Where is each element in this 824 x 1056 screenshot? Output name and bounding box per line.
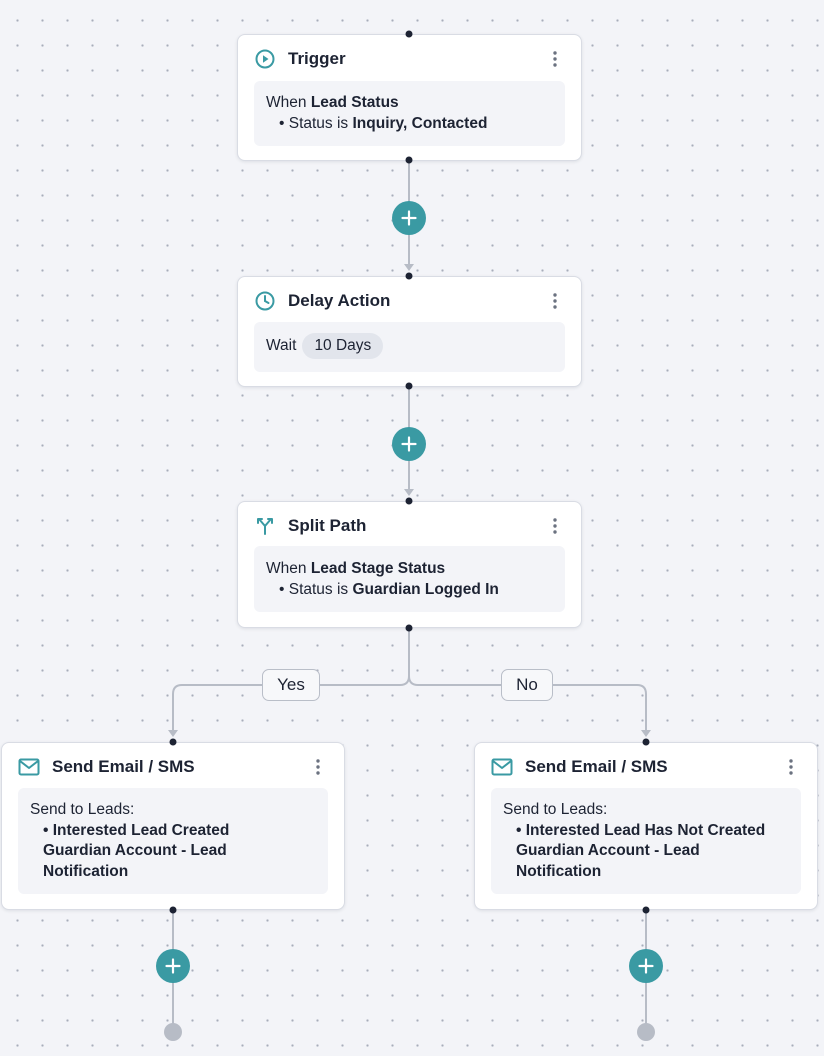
connector-dot <box>169 738 177 746</box>
send-to-label: Send to Leads: <box>503 801 608 818</box>
send-email-sms-card-no[interactable]: Send Email / SMS Send to Leads: • Intere… <box>474 742 818 910</box>
wait-duration-badge: 10 Days <box>302 333 384 359</box>
connector-dot <box>642 738 650 746</box>
connector-dot <box>169 906 177 914</box>
send-to-label: Send to Leads: <box>30 801 135 818</box>
trigger-field: Lead Status <box>310 94 399 111</box>
plus-icon <box>401 210 417 226</box>
recipient-line: Guardian Account - Lead <box>43 842 227 859</box>
split-path-icon <box>254 515 276 537</box>
connector-dot <box>405 624 413 632</box>
card-title: Split Path <box>288 516 367 535</box>
delay-action-card[interactable]: Delay Action Wait 10 Days <box>237 276 582 387</box>
condition-label: • Status is <box>279 115 349 132</box>
clock-icon <box>254 290 276 312</box>
recipient-line: • Interested Lead Has Not Created <box>516 821 766 839</box>
split-path-card[interactable]: Split Path When Lead Stage Status • Stat… <box>237 501 582 628</box>
split-condition: When Lead Stage Status • Status is Guard… <box>254 546 565 612</box>
more-options-icon[interactable] <box>545 49 565 69</box>
recipient-line: Notification <box>516 862 602 880</box>
condition-label: • Status is <box>279 581 349 598</box>
split-field: Lead Stage Status <box>310 560 446 577</box>
add-step-button[interactable] <box>156 949 190 983</box>
end-node <box>164 1023 182 1041</box>
card-title: Trigger <box>288 49 346 68</box>
recipient-line: Notification <box>43 862 129 880</box>
recipient-line: Guardian Account - Lead <box>516 842 700 859</box>
trigger-condition: When Lead Status • Status is Inquiry, Co… <box>254 81 565 146</box>
mail-icon <box>491 756 513 778</box>
add-step-button[interactable] <box>629 949 663 983</box>
connector-dot <box>642 906 650 914</box>
wait-label: Wait <box>266 337 297 354</box>
play-circle-icon <box>254 48 276 70</box>
when-label: When <box>266 560 307 577</box>
card-title: Delay Action <box>288 291 391 310</box>
more-options-icon[interactable] <box>781 757 801 777</box>
condition-value: Inquiry, Contacted <box>352 115 488 132</box>
branch-yes-label[interactable]: Yes <box>262 669 320 701</box>
send-email-sms-card-yes[interactable]: Send Email / SMS Send to Leads: • Intere… <box>1 742 345 910</box>
more-options-icon[interactable] <box>308 757 328 777</box>
send-to-leads: Send to Leads: • Interested Lead Created… <box>18 788 328 894</box>
add-step-button[interactable] <box>392 201 426 235</box>
recipient-line: • Interested Lead Created <box>43 821 230 839</box>
plus-icon <box>401 436 417 452</box>
delay-condition: Wait 10 Days <box>254 322 565 372</box>
plus-icon <box>638 958 654 974</box>
more-options-icon[interactable] <box>545 291 565 311</box>
add-step-button[interactable] <box>392 427 426 461</box>
branch-no-label[interactable]: No <box>501 669 553 701</box>
when-label: When <box>266 94 307 111</box>
more-options-icon[interactable] <box>545 516 565 536</box>
trigger-card[interactable]: Trigger When Lead Status • Status is Inq… <box>237 34 582 161</box>
card-title: Send Email / SMS <box>525 757 668 776</box>
card-title: Send Email / SMS <box>52 757 195 776</box>
connector-dot <box>405 497 413 505</box>
mail-icon <box>18 756 40 778</box>
connector-dot <box>405 30 413 38</box>
connector-dot <box>405 156 413 164</box>
connector-dot <box>405 272 413 280</box>
end-node <box>637 1023 655 1041</box>
condition-value: Guardian Logged In <box>352 581 499 598</box>
send-to-leads: Send to Leads: • Interested Lead Has Not… <box>491 788 801 894</box>
connector-dot <box>405 382 413 390</box>
plus-icon <box>165 958 181 974</box>
